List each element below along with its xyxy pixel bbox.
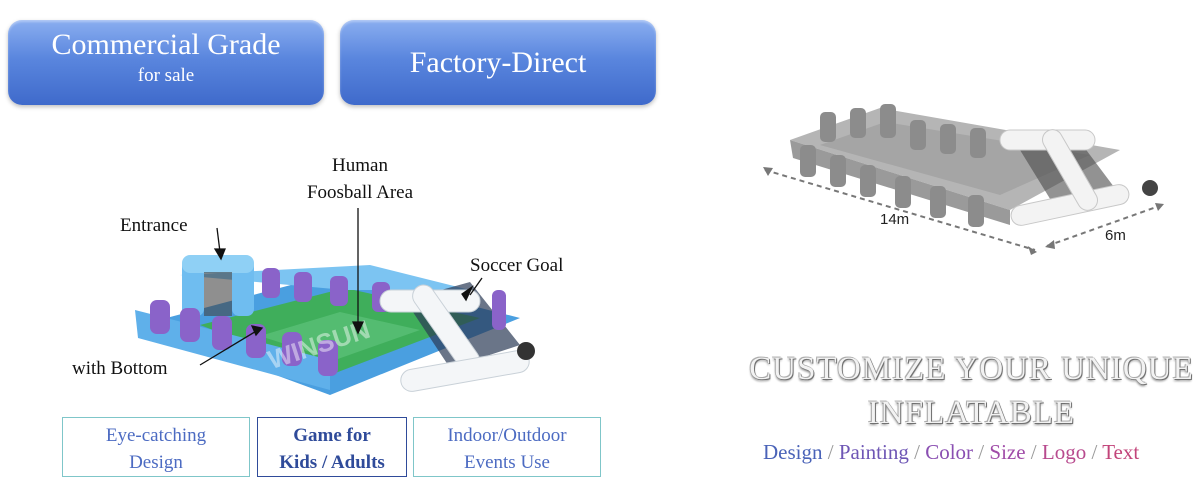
feature-game-for-kids-adults: Game for Kids / Adults (257, 417, 407, 477)
feature-indoor-outdoor: Indoor/Outdoor Events Use (413, 417, 601, 477)
customize-heading-line1: CUSTOMIZE YOUR UNIQUE (749, 351, 1194, 387)
option-separator: / (1086, 440, 1103, 464)
callout-soccer-goal: Soccer Goal (470, 255, 564, 276)
option-painting: Painting (838, 440, 909, 464)
feature-eye-line1: Eye-catching (105, 425, 207, 446)
commercial-grade-banner: Commercial Grade for sale (8, 20, 324, 105)
callout-human-line1: Human (332, 155, 388, 176)
option-size: Size (989, 440, 1026, 464)
option-logo: Logo (1041, 440, 1087, 464)
option-text: Text (1102, 440, 1140, 464)
customize-options: Design / Painting / Color / Size / Logo … (763, 440, 1139, 465)
feature-indoor-line1: Indoor/Outdoor (447, 425, 567, 446)
factory-direct-banner: Factory-Direct (340, 20, 656, 105)
option-design: Design (763, 440, 823, 464)
option-separator: / (822, 440, 839, 464)
gray-inflatable-image (763, 104, 1164, 255)
option-separator: / (973, 440, 990, 464)
commercial-grade-text: Commercial Grade (51, 28, 281, 61)
option-color: Color (925, 440, 974, 464)
callout-human-foosball-area: Human Foosball Area (285, 152, 435, 206)
dimension-length: 14m (880, 211, 910, 228)
customize-heading-line2: INFLATABLE (867, 395, 1076, 431)
feature-game-line1: Game for (293, 425, 371, 446)
callout-arrows (199, 208, 483, 366)
option-separator: / (1025, 440, 1042, 464)
feature-eye-line2: Design (129, 452, 183, 473)
callout-entrance: Entrance (120, 215, 188, 236)
dimension-width: 6m (1105, 227, 1126, 244)
option-separator: / (908, 440, 926, 464)
colored-inflatable-image: WINSUN (135, 255, 535, 395)
callout-with-bottom: with Bottom (72, 358, 168, 379)
callout-human-line2: Foosball Area (306, 182, 414, 203)
factory-direct-text: Factory-Direct (409, 46, 587, 79)
feature-game-line2: Kids / Adults (279, 452, 385, 473)
for-sale-text: for sale (137, 65, 195, 86)
feature-eye-catching: Eye-catching Design (62, 417, 250, 477)
feature-indoor-line2: Events Use (463, 452, 550, 473)
